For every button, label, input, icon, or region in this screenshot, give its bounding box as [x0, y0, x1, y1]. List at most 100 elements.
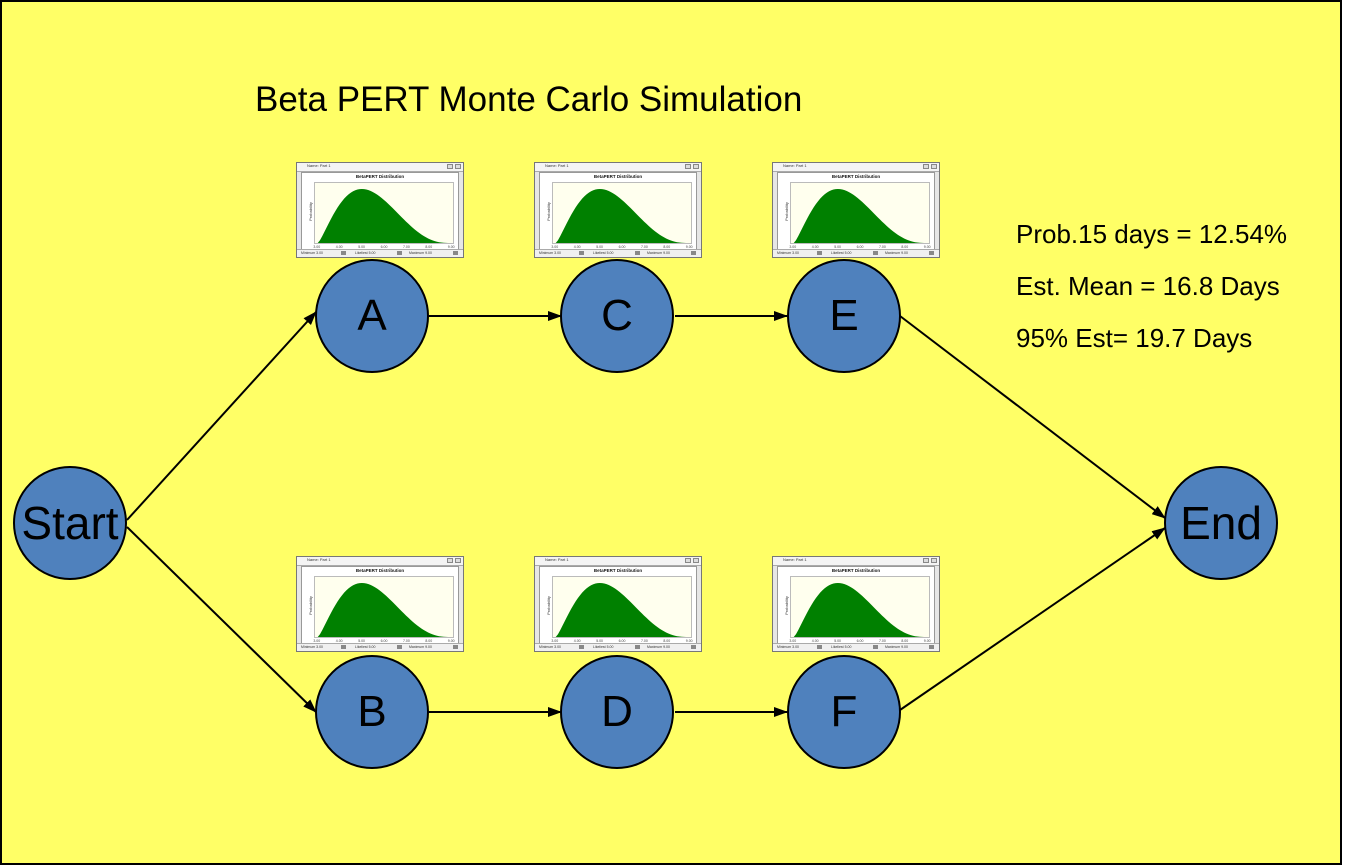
- x-tick: 6.00: [856, 245, 864, 249]
- pert-curve: [793, 189, 927, 243]
- diagram-title: Beta PERT Monte Carlo Simulation: [255, 80, 803, 119]
- footer-maximum: Maximum 9.00: [647, 645, 670, 649]
- chart-plot-area: [790, 576, 930, 638]
- x-tick: 3.00: [313, 245, 321, 249]
- chart-options-icon[interactable]: [685, 164, 691, 169]
- chart-options-icon[interactable]: [447, 164, 453, 169]
- footer-maximum-icon[interactable]: [929, 251, 934, 255]
- chart-footer: Minimum 3.00 Likeliest 5.00 Maximum 9.00: [535, 249, 701, 257]
- x-tick: 3.00: [551, 639, 559, 643]
- chart-window-name: Name: Part 1: [545, 163, 569, 168]
- chart-window-name: Name: Part 1: [307, 557, 331, 562]
- node-end: End: [1164, 466, 1278, 580]
- x-tick: 8.00: [663, 245, 671, 249]
- distribution-chart-b: Name: Part 1 BetaPERT Distribution Proba…: [296, 556, 464, 652]
- stat-est-mean: Est. Mean = 16.8 Days: [1016, 271, 1280, 301]
- footer-minimum: Minimum 3.00: [301, 251, 323, 255]
- node-e: E: [787, 259, 901, 373]
- chart-title: BetaPERT Distribution: [593, 568, 643, 573]
- x-tick: 8.00: [663, 639, 671, 643]
- chart-window-name: Name: Part 1: [545, 557, 569, 562]
- x-tick: 9.00: [447, 639, 455, 643]
- x-tick: 6.00: [380, 639, 388, 643]
- footer-maximum: Maximum 9.00: [885, 645, 908, 649]
- pert-curve: [317, 189, 451, 243]
- chart-close-icon[interactable]: [693, 164, 699, 169]
- x-tick: 4.00: [573, 639, 581, 643]
- x-tick: 9.00: [923, 245, 931, 249]
- footer-likeliest-icon[interactable]: [397, 645, 402, 649]
- chart-close-icon[interactable]: [693, 558, 699, 563]
- footer-minimum-icon[interactable]: [341, 645, 346, 649]
- footer-maximum-icon[interactable]: [453, 645, 458, 649]
- chart-panel: BetaPERT Distribution Probability 3.00 4…: [777, 172, 935, 251]
- footer-maximum-icon[interactable]: [691, 251, 696, 255]
- chart-close-icon[interactable]: [455, 558, 461, 563]
- footer-likeliest-icon[interactable]: [635, 251, 640, 255]
- footer-minimum-icon[interactable]: [341, 251, 346, 255]
- chart-options-icon[interactable]: [447, 558, 453, 563]
- x-tick: 7.00: [402, 245, 410, 249]
- chart-panel: BetaPERT Distribution Probability 3.00 4…: [777, 566, 935, 645]
- chart-close-icon[interactable]: [455, 164, 461, 169]
- chart-panel: BetaPERT Distribution Probability 3.00 4…: [539, 566, 697, 645]
- node-b: B: [315, 655, 429, 769]
- pert-curve: [555, 189, 689, 243]
- chart-ylabel: Probability: [783, 202, 789, 221]
- node-f: F: [787, 655, 901, 769]
- x-tick: 7.00: [878, 245, 886, 249]
- pert-density-area: [793, 189, 927, 243]
- chart-ylabel: Probability: [307, 596, 313, 615]
- chart-title-bar: Name: Part 1: [535, 163, 701, 172]
- chart-x-ticks: 3.00 4.00 5.00 6.00 7.00 8.00 9.00: [313, 245, 454, 250]
- x-tick: 3.00: [313, 639, 321, 643]
- footer-maximum: Maximum 9.00: [409, 251, 432, 255]
- footer-maximum: Maximum 9.00: [885, 251, 908, 255]
- distribution-chart-c: Name: Part 1 BetaPERT Distribution Proba…: [534, 162, 702, 258]
- footer-likeliest-icon[interactable]: [873, 251, 878, 255]
- footer-likeliest: Likeliest 5.00: [831, 645, 852, 649]
- footer-likeliest-icon[interactable]: [397, 251, 402, 255]
- footer-maximum-icon[interactable]: [453, 251, 458, 255]
- footer-minimum: Minimum 3.00: [301, 645, 323, 649]
- chart-window-name: Name: Part 1: [307, 163, 331, 168]
- chart-window-name: Name: Part 1: [783, 163, 807, 168]
- x-tick: 5.00: [834, 639, 841, 643]
- footer-minimum-icon[interactable]: [817, 645, 822, 649]
- chart-ylabel: Probability: [545, 596, 551, 615]
- distribution-chart-a: Name: Part 1 BetaPERT Distribution Proba…: [296, 162, 464, 258]
- x-tick: 5.00: [596, 245, 603, 249]
- footer-likeliest: Likeliest 5.00: [355, 645, 376, 649]
- chart-options-icon[interactable]: [685, 558, 691, 563]
- x-tick: 4.00: [811, 245, 819, 249]
- footer-minimum-icon[interactable]: [579, 645, 584, 649]
- footer-minimum-icon[interactable]: [579, 251, 584, 255]
- footer-likeliest-icon[interactable]: [635, 645, 640, 649]
- chart-options-icon[interactable]: [923, 164, 929, 169]
- chart-title-bar: Name: Part 1: [535, 557, 701, 566]
- x-tick: 6.00: [380, 245, 388, 249]
- chart-footer: Minimum 3.00 Likeliest 5.00 Maximum 9.00: [535, 643, 701, 651]
- chart-x-ticks: 3.00 4.00 5.00 6.00 7.00 8.00 9.00: [789, 245, 931, 250]
- chart-window-name: Name: Part 1: [783, 557, 807, 562]
- footer-likeliest: Likeliest 5.00: [355, 251, 376, 255]
- chart-close-icon[interactable]: [931, 558, 937, 563]
- x-tick: 4.00: [335, 639, 343, 643]
- x-tick: 9.00: [923, 639, 931, 643]
- footer-maximum-icon[interactable]: [929, 645, 934, 649]
- footer-maximum-icon[interactable]: [691, 645, 696, 649]
- chart-title: BetaPERT Distribution: [355, 174, 405, 179]
- footer-minimum-icon[interactable]: [817, 251, 822, 255]
- chart-options-icon[interactable]: [923, 558, 929, 563]
- stat-95-est: 95% Est= 19.7 Days: [1016, 323, 1253, 353]
- distribution-chart-f: Name: Part 1 BetaPERT Distribution Proba…: [772, 556, 940, 652]
- chart-footer: Minimum 3.00 Likeliest 5.00 Maximum 9.00: [297, 249, 463, 257]
- x-tick: 8.00: [901, 245, 909, 249]
- x-tick: 7.00: [640, 245, 648, 249]
- chart-close-icon[interactable]: [931, 164, 937, 169]
- footer-maximum: Maximum 9.00: [647, 251, 670, 255]
- x-tick: 4.00: [573, 245, 581, 249]
- footer-minimum: Minimum 3.00: [539, 645, 561, 649]
- chart-ylabel: Probability: [783, 596, 789, 615]
- footer-likeliest-icon[interactable]: [873, 645, 878, 649]
